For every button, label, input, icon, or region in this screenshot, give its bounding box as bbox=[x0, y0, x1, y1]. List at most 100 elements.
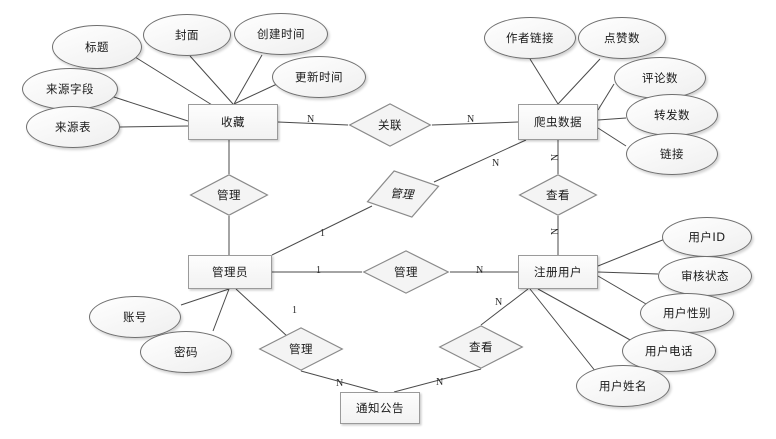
edge-line bbox=[597, 117, 627, 121]
cardinality-card-admin-skew: 1 bbox=[320, 228, 325, 239]
attribute-attr-mima[interactable]: 密码 bbox=[140, 331, 232, 373]
attribute-label: 用户性别 bbox=[663, 306, 711, 320]
entity-label: 爬虫数据 bbox=[534, 115, 582, 129]
entity-label: 注册用户 bbox=[534, 265, 582, 279]
relationship-label: 查看 bbox=[546, 188, 570, 202]
attribute-label: 点赞数 bbox=[604, 31, 640, 45]
attribute-label: 标题 bbox=[85, 40, 109, 54]
attribute-label: 用户姓名 bbox=[599, 379, 647, 393]
entity-crawler[interactable]: 爬虫数据 bbox=[518, 104, 598, 140]
cardinality-card-manage-user: N bbox=[476, 265, 484, 276]
attribute-attr-zhanghao[interactable]: 账号 bbox=[89, 296, 181, 338]
cardinality-card-manage-notice: N bbox=[336, 378, 344, 389]
edge-line bbox=[597, 127, 627, 147]
edge-line bbox=[433, 139, 527, 183]
diamond-shape bbox=[518, 174, 598, 216]
diamond-shape bbox=[366, 170, 440, 218]
entity-label: 管理员 bbox=[212, 265, 248, 279]
edge-line bbox=[271, 205, 373, 256]
attribute-label: 审核状态 bbox=[681, 269, 729, 283]
attribute-attr-zuozhelianjie[interactable]: 作者链接 bbox=[484, 17, 576, 59]
edge-line bbox=[597, 271, 659, 275]
edge-line bbox=[233, 83, 278, 105]
attribute-attr-gengxin[interactable]: 更新时间 bbox=[272, 56, 366, 98]
relationship-label: 查看 bbox=[469, 340, 493, 354]
cardinality-card-fav-guanlian: N bbox=[307, 114, 315, 125]
attribute-attr-laiyuanziduan[interactable]: 来源字段 bbox=[22, 68, 118, 110]
diamond-shape bbox=[438, 325, 524, 369]
cardinality-card-user-view: N bbox=[495, 297, 503, 308]
edge-line bbox=[529, 288, 597, 373]
attribute-attr-fengmian[interactable]: 封面 bbox=[143, 14, 231, 56]
entity-label: 通知公告 bbox=[356, 401, 404, 415]
relationship-label: 管理 bbox=[389, 186, 417, 202]
edge-line bbox=[557, 58, 601, 105]
edge-line bbox=[529, 58, 559, 105]
attribute-attr-pinglunshu[interactable]: 评论数 bbox=[614, 57, 706, 99]
edge-line bbox=[180, 288, 230, 306]
attribute-label: 作者链接 bbox=[506, 31, 554, 45]
attribute-attr-yonghudianhua[interactable]: 用户电话 bbox=[622, 330, 716, 372]
entity-notice[interactable]: 通知公告 bbox=[340, 392, 420, 424]
relationship-rel-manage-skew[interactable]: 管理 bbox=[366, 170, 440, 218]
attribute-label: 评论数 bbox=[642, 71, 678, 85]
edge-line bbox=[189, 55, 234, 105]
edge-line bbox=[480, 288, 529, 326]
relationship-rel-view-note[interactable]: 查看 bbox=[438, 325, 524, 369]
relationship-rel-manage-fav[interactable]: 管理 bbox=[189, 174, 269, 216]
attribute-label: 用户电话 bbox=[645, 344, 693, 358]
attribute-attr-lianjie[interactable]: 链接 bbox=[626, 133, 718, 175]
entity-label: 收藏 bbox=[221, 115, 245, 129]
edge-line bbox=[300, 370, 379, 393]
edge-line bbox=[393, 368, 482, 393]
edge-line bbox=[233, 54, 263, 105]
edge-line bbox=[597, 83, 615, 111]
attribute-attr-yonghuxingbie[interactable]: 用户性别 bbox=[640, 293, 734, 333]
attribute-attr-laiyuanbiao[interactable]: 来源表 bbox=[26, 106, 120, 148]
relationship-rel-view-top[interactable]: 查看 bbox=[518, 174, 598, 216]
cardinality-card-view-notice: N bbox=[436, 377, 444, 388]
cardinality-card-admin-manage: 1 bbox=[316, 265, 321, 276]
attribute-attr-chuangjian[interactable]: 创建时间 bbox=[234, 13, 328, 55]
relationship-label: 管理 bbox=[217, 188, 241, 202]
cardinality-card-view-user: N bbox=[550, 227, 562, 236]
relationship-label: 管理 bbox=[394, 265, 418, 279]
diamond-shape bbox=[189, 174, 269, 216]
attribute-attr-yonghuxingming[interactable]: 用户姓名 bbox=[576, 365, 670, 407]
relationship-label: 关联 bbox=[378, 118, 402, 132]
attribute-label: 链接 bbox=[660, 147, 684, 161]
edge-line bbox=[277, 121, 349, 126]
attribute-label: 用户ID bbox=[688, 230, 726, 244]
entity-user[interactable]: 注册用户 bbox=[518, 255, 598, 289]
edge-line bbox=[537, 288, 633, 342]
attribute-label: 账号 bbox=[123, 310, 147, 324]
diamond-shape bbox=[258, 327, 344, 371]
attribute-label: 密码 bbox=[174, 345, 198, 359]
entity-favorite[interactable]: 收藏 bbox=[188, 104, 278, 140]
attribute-label: 更新时间 bbox=[295, 70, 343, 84]
relationship-rel-guanlian[interactable]: 关联 bbox=[348, 103, 432, 147]
relationship-rel-manage-note[interactable]: 管理 bbox=[258, 327, 344, 371]
attribute-attr-zhuanfashu[interactable]: 转发数 bbox=[626, 94, 718, 136]
attribute-attr-biaoti[interactable]: 标题 bbox=[52, 25, 142, 69]
entity-admin[interactable]: 管理员 bbox=[188, 255, 272, 289]
attribute-attr-shenhezhuangtai[interactable]: 审核状态 bbox=[658, 256, 752, 296]
relationship-label: 管理 bbox=[289, 342, 313, 356]
attribute-label: 来源表 bbox=[55, 120, 91, 134]
attribute-attr-dianzanshu[interactable]: 点赞数 bbox=[578, 17, 666, 59]
cardinality-card-skew-crawler: N bbox=[492, 158, 500, 169]
edge-line bbox=[119, 125, 189, 128]
attribute-label: 封面 bbox=[175, 28, 199, 42]
cardinality-card-admin-notice: 1 bbox=[292, 305, 297, 316]
cardinality-card-guanlian-crawler: N bbox=[467, 114, 475, 125]
edge-line bbox=[113, 96, 189, 122]
attribute-label: 创建时间 bbox=[257, 27, 305, 41]
attribute-attr-yonghuid[interactable]: 用户ID bbox=[662, 217, 752, 257]
edge-line bbox=[597, 236, 671, 267]
edge-line bbox=[431, 121, 519, 126]
edge-line bbox=[597, 275, 647, 305]
attribute-label: 转发数 bbox=[654, 108, 690, 122]
relationship-rel-manage-user[interactable]: 管理 bbox=[362, 250, 450, 294]
